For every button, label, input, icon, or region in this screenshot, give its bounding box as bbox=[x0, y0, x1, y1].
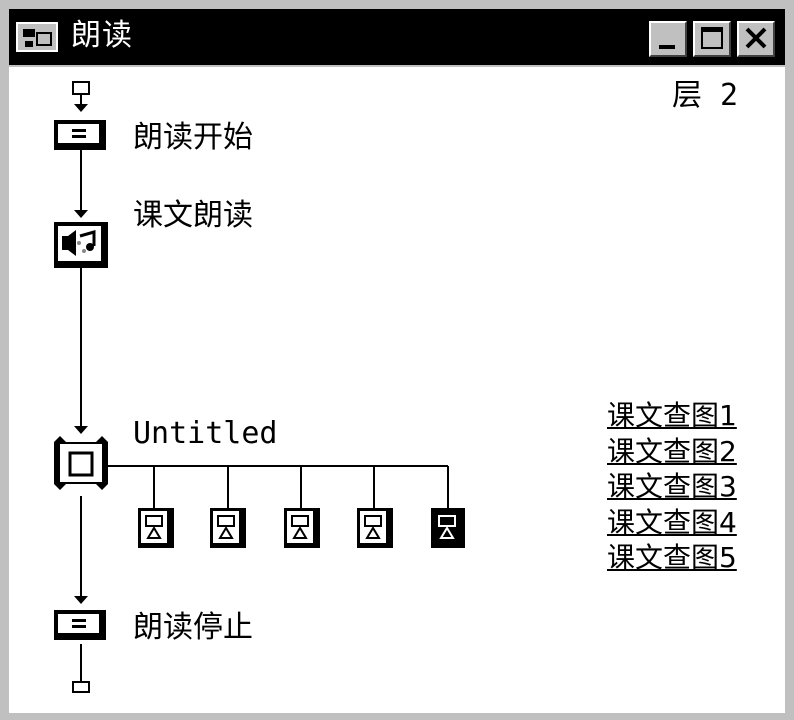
flowline-start-handle[interactable] bbox=[72, 81, 90, 112]
calculation-icon-start[interactable] bbox=[54, 120, 106, 150]
map-icon-branch-3[interactable] bbox=[284, 508, 320, 548]
maximize-button[interactable] bbox=[693, 21, 731, 57]
branch-label-2[interactable]: 课文查图2 bbox=[607, 434, 737, 468]
map-icon-branch-5-selected[interactable] bbox=[431, 508, 465, 548]
branch-label-1[interactable]: 课文查图1 bbox=[607, 399, 737, 432]
branch-label-5[interactable]: 课文查图5 bbox=[607, 541, 737, 574]
maximize-icon bbox=[701, 27, 723, 49]
icon-label-stop[interactable]: 朗读停止 bbox=[133, 610, 253, 645]
minimize-button[interactable] bbox=[649, 21, 687, 57]
calculation-icon-stop[interactable] bbox=[54, 610, 106, 640]
branch-label-4[interactable]: 课文查图4 bbox=[607, 505, 737, 539]
branch-label-3[interactable]: 课文查图3 bbox=[607, 470, 737, 503]
icon-label-interaction[interactable]: Untitled bbox=[133, 416, 278, 451]
map-icon-branch-4[interactable] bbox=[357, 508, 393, 548]
branch-labels: 课文查图1 课文查图2 课文查图3 课文查图4 课文查图5 bbox=[607, 398, 737, 576]
flowline-area[interactable] bbox=[9, 67, 785, 713]
map-icon bbox=[15, 19, 59, 55]
sound-icon[interactable] bbox=[54, 222, 108, 268]
flowline-end-handle[interactable] bbox=[72, 681, 90, 693]
icon-label-sound[interactable]: 课文朗读 bbox=[133, 198, 253, 233]
close-button[interactable] bbox=[737, 21, 775, 57]
minimize-icon bbox=[659, 45, 675, 49]
map-icon-branch-1[interactable] bbox=[138, 508, 174, 548]
close-icon bbox=[745, 27, 767, 49]
interaction-icon[interactable] bbox=[54, 436, 108, 490]
level-label: 层 2 bbox=[672, 78, 739, 113]
map-icon-branch-2[interactable] bbox=[210, 508, 246, 548]
icon-label-start[interactable]: 朗读开始 bbox=[133, 120, 253, 155]
window-title: 朗读 bbox=[71, 18, 133, 53]
title-bar[interactable]: 朗读 bbox=[9, 9, 785, 65]
